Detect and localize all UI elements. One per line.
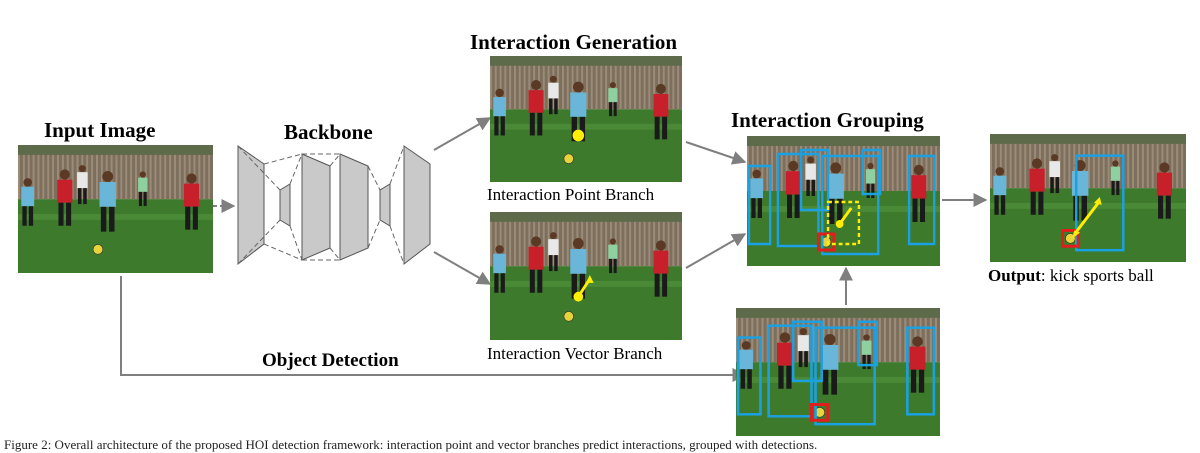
interaction-point-branch-label: Interaction Point Branch: [487, 185, 655, 204]
input-image-label: Input Image: [44, 118, 156, 142]
interaction-grouping-image: [747, 136, 940, 266]
backbone-label: Backbone: [284, 120, 373, 144]
output-label-prefix: Output: [988, 266, 1041, 285]
output-image: [990, 134, 1186, 262]
interaction-vector-branch-label: Interaction Vector Branch: [487, 344, 663, 363]
interaction-point-image: [490, 56, 682, 182]
backbone-connectors: [237, 145, 405, 265]
vector-to-grouping-arrow: [685, 233, 747, 269]
interaction-vector-image: [490, 212, 682, 340]
output-label: Output: kick sports ball: [988, 266, 1154, 286]
object-detection-arrow: [120, 276, 747, 382]
backbone-to-point-arrow: [433, 117, 492, 151]
interaction-grouping-label: Interaction Grouping: [731, 108, 924, 132]
backbone-to-vector-arrow: [433, 251, 492, 285]
figure-caption: Figure 2: Overall architecture of the pr…: [4, 437, 818, 452]
output-label-text: : kick sports ball: [1040, 266, 1154, 285]
object-detection-image: [736, 308, 940, 436]
point-to-grouping-arrow: [685, 141, 747, 165]
object-detection-label: Object Detection: [262, 350, 399, 371]
interaction-generation-label: Interaction Generation: [470, 30, 678, 54]
input-image: [18, 145, 213, 273]
